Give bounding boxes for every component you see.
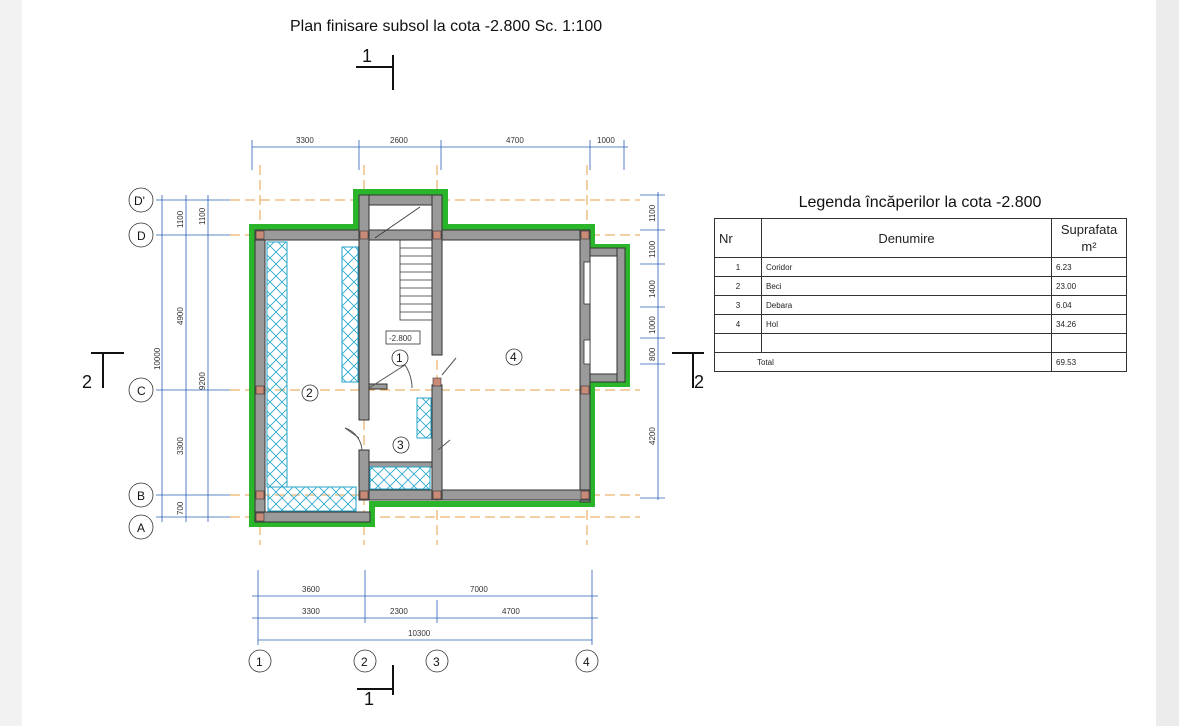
room-3-label: 3 xyxy=(397,438,404,452)
dimension-top xyxy=(251,140,628,170)
legend-header-nr: Nr xyxy=(714,218,762,258)
legend-empty-row xyxy=(714,333,1127,353)
section-1-top-label: 1 xyxy=(362,46,372,66)
walls xyxy=(254,194,626,523)
dim-bottom-d: 2300 xyxy=(390,607,408,616)
axis-b: B xyxy=(137,489,145,503)
room-1-label: 1 xyxy=(396,351,403,365)
dim-right-1: 1100 xyxy=(648,204,657,222)
dimension-bottom xyxy=(252,570,598,645)
legend-row-nr: 2 xyxy=(714,276,762,296)
doors xyxy=(344,357,457,451)
legend-row-name: Coridor xyxy=(761,257,1052,277)
dim-left-1: 1100 xyxy=(176,210,185,228)
section-marker-2 xyxy=(91,352,704,388)
legend-empty-cell xyxy=(714,333,762,353)
dim-left-total: 10000 xyxy=(153,347,162,370)
legend-row-name: Debara xyxy=(761,295,1052,315)
legend-title: Legenda încăperilor la cota -2.800 xyxy=(798,194,1042,211)
legend-row: 2 Beci 23.00 xyxy=(714,276,1127,296)
row-axis-bubbles xyxy=(128,187,154,540)
room-labels xyxy=(301,348,523,454)
legend-header-name: Denumire xyxy=(761,218,1052,258)
legend-total-label: Total xyxy=(714,352,1052,372)
legend-header-row: Nr Denumire Suprafata m² xyxy=(714,218,1127,258)
dim-top-1: 3300 xyxy=(296,136,314,145)
axis-a: A xyxy=(137,521,145,535)
dim-left-2: 4900 xyxy=(176,307,185,325)
legend-total-row: Total 69.53 xyxy=(714,352,1127,372)
dim-left-inner-2: 9200 xyxy=(198,372,207,390)
legend-row-name: Hol xyxy=(761,314,1052,334)
dim-left-inner-1: 1100 xyxy=(198,207,207,225)
legend-row-area: 6.04 xyxy=(1051,295,1127,315)
dim-right-6: 4200 xyxy=(648,427,657,445)
legend-row: 1 Coridor 6.23 xyxy=(714,257,1127,277)
legend-header-area: Suprafata m² xyxy=(1051,218,1127,258)
legend-row-nr: 4 xyxy=(714,314,762,334)
legend-row-nr: 3 xyxy=(714,295,762,315)
legend-row-name: Beci xyxy=(761,276,1052,296)
axis-2: 2 xyxy=(361,655,368,669)
dim-right-3: 1400 xyxy=(648,280,657,298)
legend-empty-cell xyxy=(1051,333,1127,353)
section-marker-1 xyxy=(356,55,394,695)
axis-4: 4 xyxy=(583,655,590,669)
legend-header-area-2: m² xyxy=(1081,239,1097,254)
legend-empty-cell xyxy=(761,333,1052,353)
room-2-label: 2 xyxy=(306,386,313,400)
dim-right-5: 800 xyxy=(648,347,657,361)
axis-1: 1 xyxy=(256,655,263,669)
room-4-label: 4 xyxy=(510,350,517,364)
storage-shelves xyxy=(266,241,432,512)
room-legend-table: Nr Denumire Suprafata m² 1 Coridor 6.23 2… xyxy=(714,218,1127,372)
section-1-bottom-label: 1 xyxy=(364,689,374,709)
legend-row-area: 6.23 xyxy=(1051,257,1127,277)
dimension-left xyxy=(156,195,230,522)
plan-title: Plan finisare subsol la cota -2.800 Sc. … xyxy=(290,18,603,35)
dim-top-2: 2600 xyxy=(390,136,408,145)
page-gutter xyxy=(1156,0,1179,726)
legend-header-area-1: Suprafata xyxy=(1060,222,1118,237)
level-mark-text: -2.800 xyxy=(389,334,412,343)
dim-bottom-a: 3600 xyxy=(302,585,320,594)
insulation-outline xyxy=(249,189,630,527)
section-2-left-label: 2 xyxy=(82,372,92,392)
axis-3: 3 xyxy=(433,655,440,669)
axis-c: C xyxy=(137,384,146,398)
dim-bottom-e: 4700 xyxy=(502,607,520,616)
window xyxy=(583,261,591,365)
stair xyxy=(374,206,433,321)
dim-top-4: 1000 xyxy=(597,136,615,145)
legend-row: 4 Hol 34.26 xyxy=(714,314,1127,334)
axis-d: D xyxy=(137,229,146,243)
dim-left-3: 3300 xyxy=(176,437,185,455)
legend-row-area: 23.00 xyxy=(1051,276,1127,296)
dim-left-4: 700 xyxy=(176,501,185,515)
dim-right-4: 1000 xyxy=(648,316,657,334)
columns xyxy=(255,230,590,522)
axis-d-prime: D' xyxy=(134,194,145,208)
grid-axis-bubbles xyxy=(248,649,599,673)
dim-right-2: 1100 xyxy=(648,240,657,258)
dim-bottom-c: 3300 xyxy=(302,607,320,616)
legend-total-value: 69.53 xyxy=(1051,352,1127,372)
legend-row-area: 34.26 xyxy=(1051,314,1127,334)
section-2-right-label: 2 xyxy=(694,372,704,392)
dim-top-3: 4700 xyxy=(506,136,524,145)
dim-bottom-b: 7000 xyxy=(470,585,488,594)
level-mark: -2.800 xyxy=(385,330,421,345)
dimension-right xyxy=(640,192,665,500)
legend-row: 3 Debara 6.04 xyxy=(714,295,1127,315)
legend-row-nr: 1 xyxy=(714,257,762,277)
dim-bottom-total: 10300 xyxy=(408,629,431,638)
